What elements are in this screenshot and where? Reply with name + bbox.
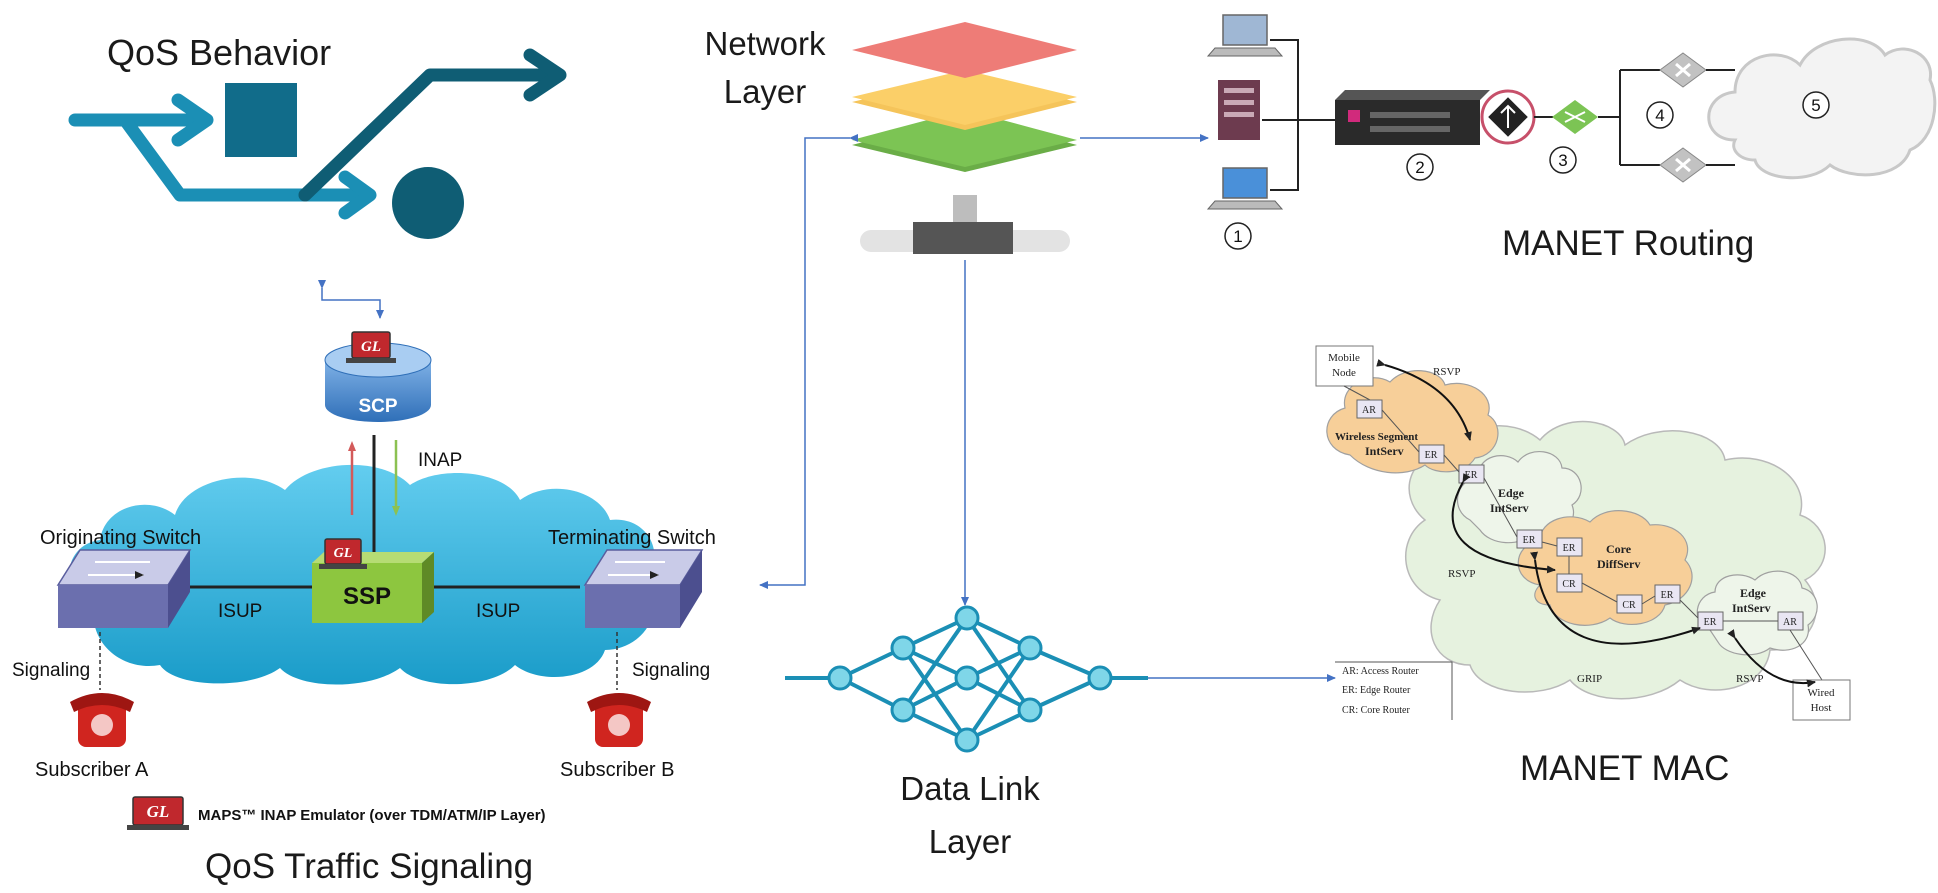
router-box-er-3: ER (1516, 529, 1543, 549)
network-layer-line1: Network (704, 25, 826, 62)
svg-text:AR: AR (1783, 617, 1797, 628)
emulator-caption: MAPS™ INAP Emulator (over TDM/ATM/IP Lay… (198, 807, 546, 824)
switch-icon (1552, 100, 1598, 134)
mobile-node-line1: Mobile (1328, 352, 1360, 364)
router-icon (1659, 147, 1707, 183)
svg-text:GL: GL (361, 339, 381, 355)
edge-intserv-label-left: IntServ (1490, 501, 1529, 515)
mobile-node-line2: Node (1332, 367, 1356, 379)
router-icon (1659, 52, 1707, 88)
svg-text:ER: ER (1563, 543, 1576, 554)
svg-text:AR: AR (1362, 405, 1376, 416)
isup-right-label: ISUP (476, 601, 520, 622)
originating-switch-icon (56, 549, 192, 628)
svg-text:CR: CR (1622, 600, 1636, 611)
terminating-switch-icon (583, 549, 704, 628)
qos-signaling-title: QoS Traffic Signaling (205, 847, 533, 886)
svg-text:ER: ER (1661, 590, 1674, 601)
legend-er: ER: Edge Router (1342, 685, 1411, 696)
router-box-er-6: ER (1697, 611, 1724, 631)
network-layer-line2: Layer (724, 73, 807, 110)
phone-icon (587, 693, 651, 747)
marker-3: 3 (1549, 146, 1577, 174)
router-box-cr-2: CR (1616, 594, 1643, 614)
router-box-er-2: ER (1458, 464, 1485, 484)
manet-mac-title: MANET MAC (1520, 749, 1729, 788)
data-link-layer-panel: Data Link Layer (785, 605, 1148, 860)
svg-text:5: 5 (1811, 96, 1820, 115)
router-box-cr-1: CR (1556, 573, 1583, 593)
router-box-er-4: ER (1556, 537, 1583, 557)
manet-routing-title: MANET Routing (1502, 224, 1754, 263)
wired-host-line1: Wired (1807, 687, 1835, 699)
scp-label: SCP (358, 396, 397, 417)
diffserv-label: DiffServ (1597, 557, 1640, 571)
network-layer-panel: Network Layer (704, 22, 1077, 254)
gl-laptop-ssp-icon: GL (319, 538, 367, 569)
ssp-label: SSP (343, 583, 391, 610)
qos-link-arrow (318, 280, 384, 319)
qos-behavior-title: QoS Behavior (107, 32, 331, 73)
laptop-icon (1206, 167, 1284, 210)
layer-link-arrows (759, 134, 1336, 682)
router-box-ar-1: AR (1356, 399, 1383, 419)
legend-cr: CR: Core Router (1342, 705, 1410, 716)
svg-text:CR: CR (1562, 579, 1576, 590)
laptop-icon (1206, 14, 1284, 57)
manet-routing-panel: 1 2 3 4 5 MANET Routing (1206, 14, 1937, 263)
svg-text:GL: GL (334, 546, 353, 561)
inap-label: INAP (418, 450, 462, 471)
edge-label-right: Edge (1740, 586, 1767, 600)
router-icon (1335, 90, 1490, 145)
router-box-er-5: ER (1654, 584, 1681, 604)
svg-text:ER: ER (1425, 450, 1438, 461)
grip-label: GRIP (1577, 673, 1602, 685)
rsvp-label-3: RSVP (1736, 673, 1764, 685)
svg-text:ER: ER (1704, 617, 1717, 628)
gl-laptop-scp-icon: GL (346, 331, 396, 363)
svg-text:GL: GL (147, 802, 170, 821)
phone-icon (70, 693, 134, 747)
edge-intserv-label-right: IntServ (1732, 601, 1771, 615)
marker-2: 2 (1406, 153, 1434, 181)
marker-5: 5 (1802, 91, 1830, 119)
marker-1: 1 (1224, 222, 1252, 250)
layers-stack-icon (852, 22, 1077, 254)
manet-mac-panel: Mobile Node AR ER ER ER ER CR (1315, 345, 1851, 788)
qos-behavior-arrows-icon (68, 48, 567, 239)
core-label: Core (1606, 542, 1632, 556)
router-box-ar-2: AR (1777, 611, 1804, 631)
wireless-intserv-label: IntServ (1365, 444, 1404, 458)
subscriber-b-label: Subscriber B (560, 759, 675, 781)
signaling-right-label: Signaling (632, 660, 710, 681)
data-link-line2: Layer (929, 823, 1012, 860)
wireless-segment-label: Wireless Segment (1335, 431, 1418, 443)
server-icon (1218, 80, 1260, 140)
svg-text:2: 2 (1415, 158, 1424, 177)
svg-text:1: 1 (1233, 227, 1242, 246)
gl-logo-icon: GL (127, 796, 189, 830)
wired-host-line2: Host (1811, 702, 1832, 714)
isup-left-label: ISUP (218, 601, 262, 622)
svg-text:3: 3 (1558, 151, 1567, 170)
router-box-er-1: ER (1418, 444, 1445, 464)
rsvp-label-2: RSVP (1448, 568, 1476, 580)
qos-signaling-panel: SCP GL INAP ISUP ISUP SSP GL (12, 331, 716, 886)
rsvp-label-1: RSVP (1433, 366, 1461, 378)
data-link-line1: Data Link (900, 770, 1040, 807)
svg-text:ER: ER (1523, 535, 1536, 546)
legend-ar: AR: Access Router (1342, 666, 1419, 677)
edge-label-left: Edge (1498, 486, 1525, 500)
signaling-left-label: Signaling (12, 660, 90, 681)
marker-4: 4 (1646, 101, 1674, 129)
originating-switch-label: Originating Switch (40, 527, 201, 549)
svg-text:4: 4 (1655, 106, 1664, 125)
svg-text:ER: ER (1465, 470, 1478, 481)
firewall-icon (1480, 89, 1536, 145)
subscriber-a-label: Subscriber A (35, 759, 149, 781)
qos-behavior-panel: QoS Behavior (68, 32, 567, 239)
terminating-switch-label: Terminating Switch (548, 527, 716, 549)
